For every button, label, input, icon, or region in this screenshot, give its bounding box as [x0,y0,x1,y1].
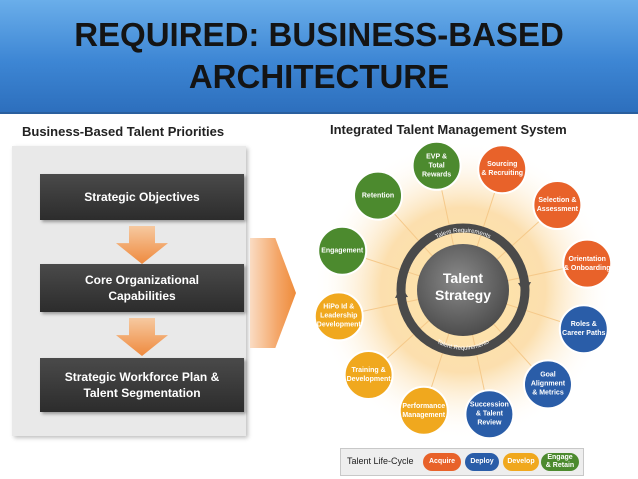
talent-process-node [313,291,364,342]
priority-box-workforce-plan: Strategic Workforce Plan & Talent Segmen… [40,358,244,412]
talent-process-node-label: EVP & Total Rewards [422,153,452,179]
core-title: Talent Strategy [398,270,528,304]
ring-arrow-icon [518,282,531,294]
priority-box-line: Capabilities [108,289,176,303]
priorities-panel: Strategic Objectives Core Organizational… [12,146,246,436]
ring-arrow-icon [395,286,408,298]
stage-engage-retain: Engage & Retain [541,453,579,471]
talent-process-node [353,170,404,221]
stage-develop: Develop [503,453,539,471]
slide-title: REQUIRED: BUSINESS-BASED ARCHITECTURE [0,14,638,98]
talent-process-node [411,140,462,191]
talent-process-node [532,180,583,231]
core-title-line-1: Talent [442,270,484,286]
talent-process-node-label: Roles & Career Paths [562,321,606,338]
talent-process-node [317,225,368,276]
priority-box-line: Talent Segmentation [83,386,201,400]
talent-lifecycle-bar: Talent Life-Cycle Acquire Deploy Develop… [340,448,584,476]
core-title-line-2: Strategy [434,287,492,303]
talent-process-node [522,359,573,410]
lifecycle-label: Talent Life-Cycle [347,456,414,466]
priority-box-line: Core Organizational [84,273,200,287]
priority-box-strategic-objectives: Strategic Objectives [40,174,244,220]
core-circle [417,244,509,336]
talent-process-node [558,304,609,355]
talent-process-node-label: Engagement [321,247,364,255]
right-panel-heading: Integrated Talent Management System [330,122,567,137]
talent-process-node [343,349,394,400]
talent-process-node [477,144,528,195]
talent-process-node-label: Sourcing & Recruiting [481,161,524,178]
title-banner [0,0,638,114]
slide-title-line-1: REQUIRED: BUSINESS-BASED [74,16,564,53]
talent-process-node-label: HiPo Id & Leadership Development [316,303,361,329]
talent-process-node-label: Performance Management [402,402,446,419]
talent-process-node-label: Goal Alignment & Metrics [530,371,566,397]
talent-process-node [398,385,449,436]
stage-deploy: Deploy [465,453,499,471]
talent-process-node-label: Retention [361,192,395,200]
node-circles [313,140,613,440]
talent-process-node-label: Selection & Assessment [536,197,578,214]
talent-process-node-label: Orientation & Onboarding [563,255,611,272]
stage-acquire: Acquire [423,453,461,471]
left-panel-heading: Business-Based Talent Priorities [22,124,225,139]
talent-process-node-label: Training & Development [346,366,391,383]
slide-title-line-2: ARCHITECTURE [188,58,450,95]
talent-process-node-label: Succession & Talent Review [469,401,509,427]
priority-box-core-capabilities: Core Organizational Capabilities [40,264,244,312]
priority-box-line: Strategic Workforce Plan & [64,370,220,384]
talent-process-node [562,238,613,289]
talent-process-node [464,389,515,440]
priority-box-line: Strategic Objectives [84,190,200,204]
